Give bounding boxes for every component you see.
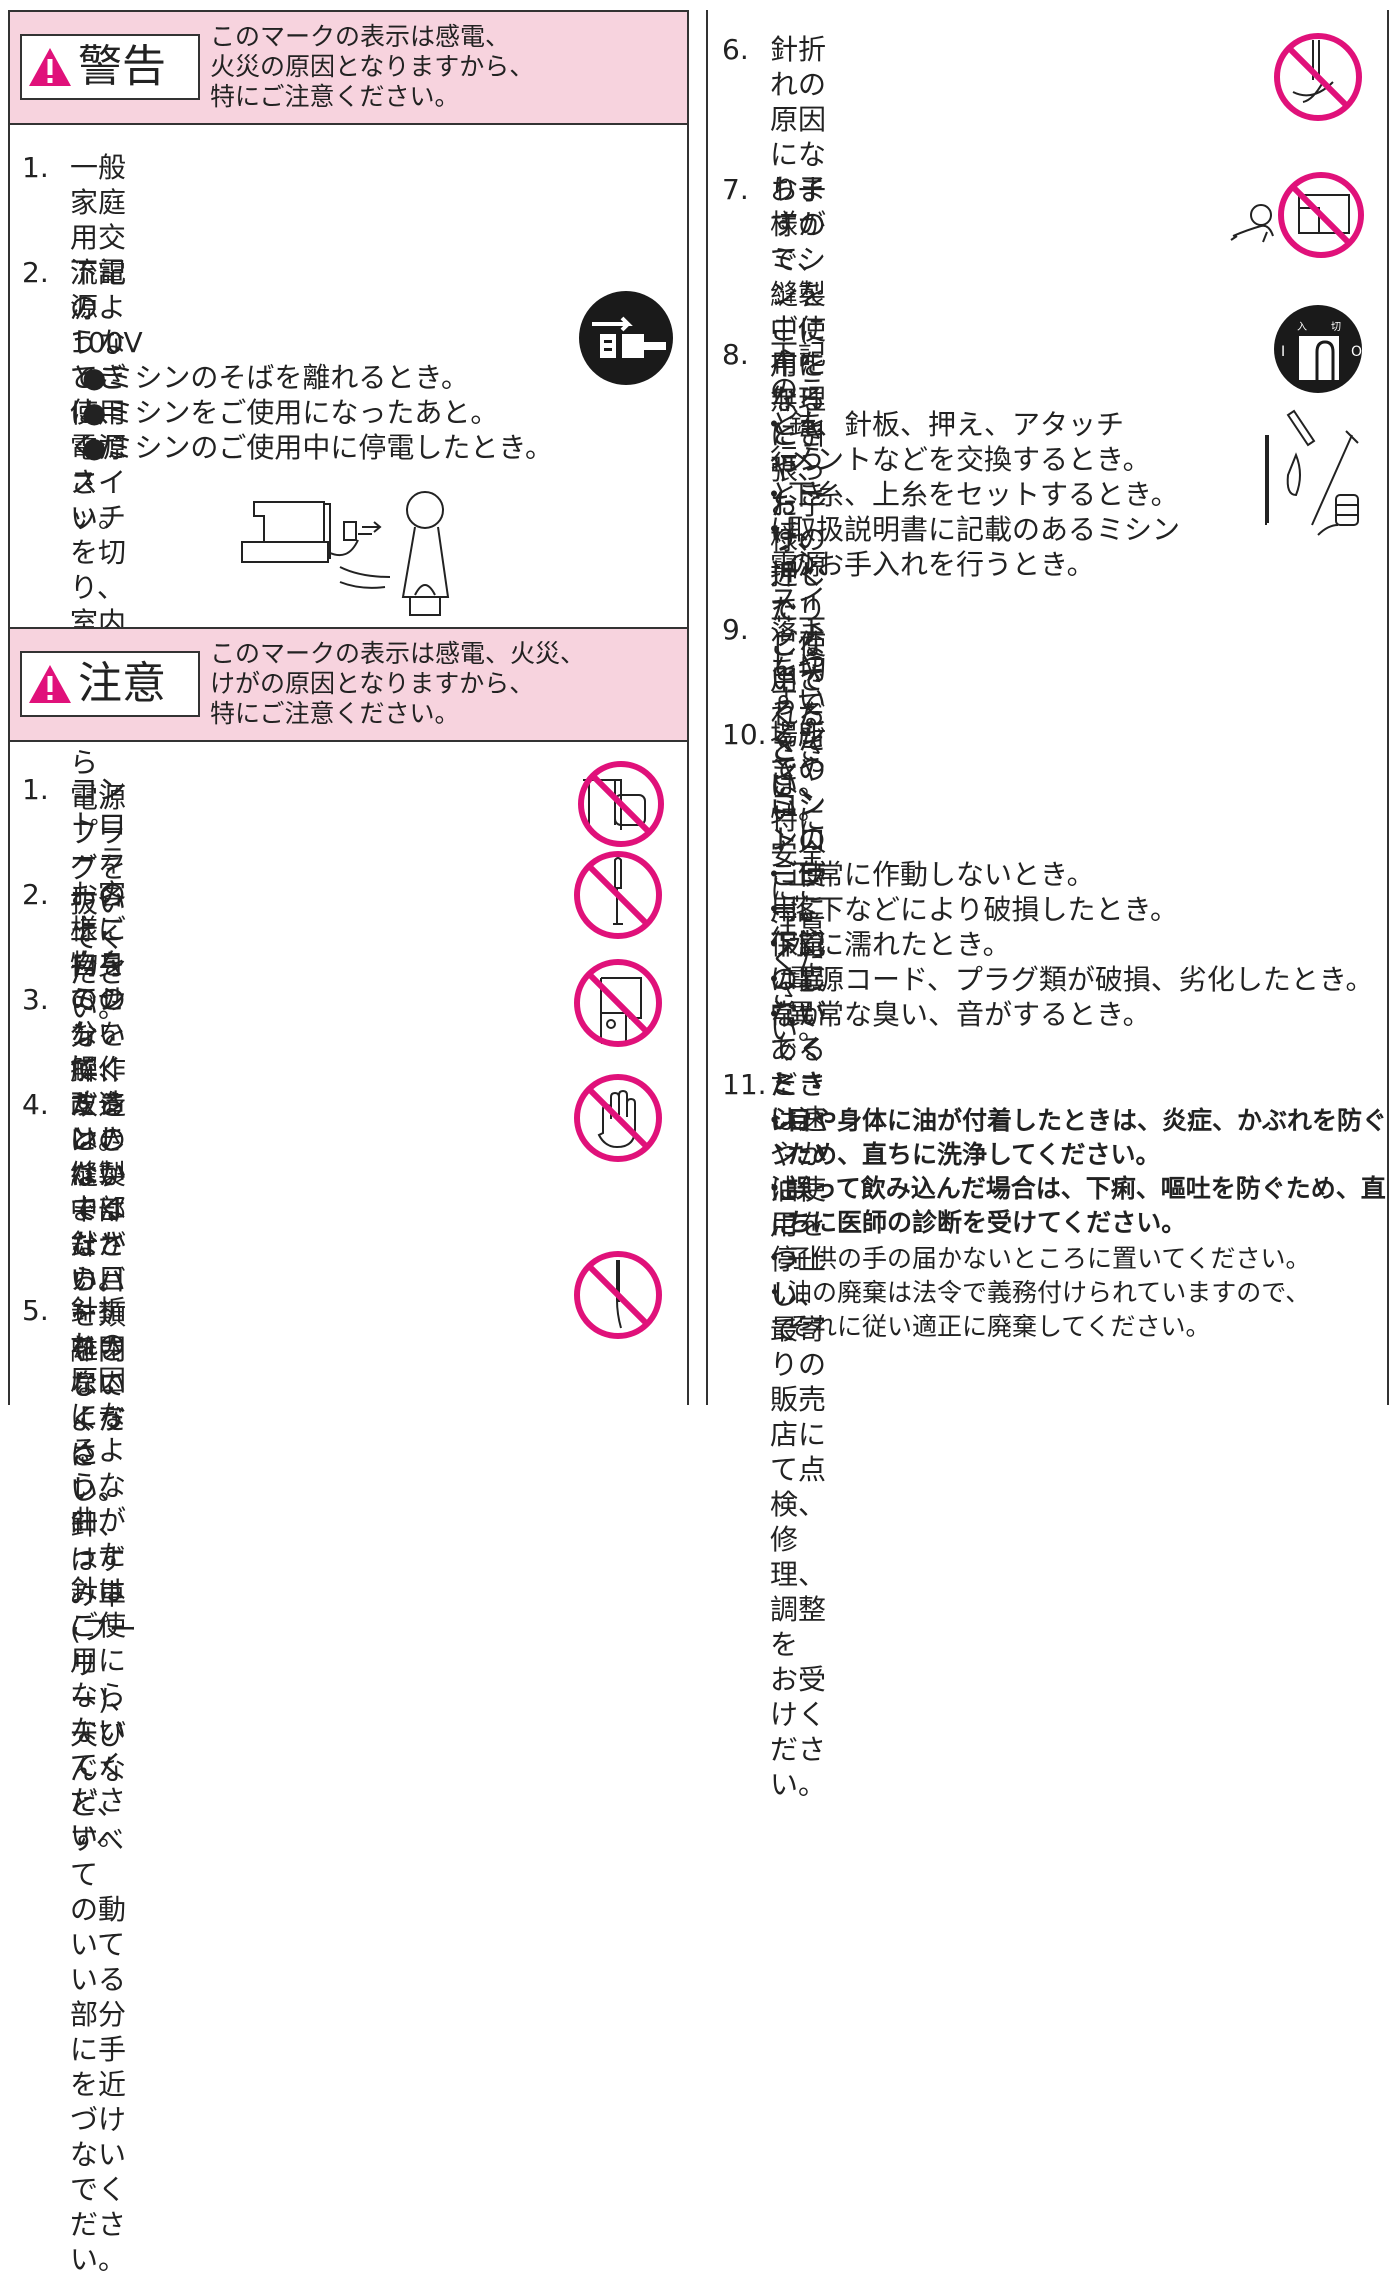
warning-title: 警告 bbox=[78, 41, 166, 92]
warning-triangle-icon bbox=[29, 48, 71, 86]
item-number: 1. bbox=[22, 773, 49, 806]
no-bent-needle-icon bbox=[574, 1251, 662, 1339]
warning-header: 警告 このマークの表示は感電、 火災の原因となりますから、 特にご注意ください。 bbox=[10, 10, 687, 125]
warning-description: このマークの表示は感電、 火災の原因となりますから、 特にご注意ください。 bbox=[210, 22, 535, 111]
warning-bullets: ●ミシンのそばを離れるとき。 ●ミシンをご使用になったあと。 ●ミシンのご使用中… bbox=[82, 361, 554, 464]
item-text: 一般家庭用交流電源 100V でご使用 ください。 bbox=[70, 151, 143, 534]
item-number: 9. bbox=[722, 613, 749, 646]
caution-header: 注意 このマークの表示は感電、火災、 けがの原因となりますから、 特にご注意くだ… bbox=[10, 627, 687, 742]
caution-label-box: 注意 bbox=[20, 651, 200, 717]
item-text: 針折れの原因になるような 曲がった針はご使用にならない でください。 bbox=[70, 1294, 127, 1852]
unplugging-illustration bbox=[241, 491, 450, 616]
item-text: 落下しやすい場所でのミシンのご使用、保管 はしないでください。 bbox=[770, 613, 827, 1136]
item-number: 2. bbox=[22, 878, 49, 911]
close-covers-icon bbox=[574, 959, 662, 1047]
no-disassembly-icon bbox=[574, 851, 662, 939]
item-number: 8. bbox=[722, 338, 749, 371]
switch-o-label: O bbox=[1351, 344, 1362, 360]
item-text: お客様ご自身での分解、 改造はしないでください。 bbox=[70, 878, 127, 1296]
item-number: 10. bbox=[722, 718, 767, 751]
item-text: コントローラーの上に物を のせないでください。 bbox=[70, 773, 127, 1156]
no-objects-on-controller-icon bbox=[578, 761, 664, 847]
oil-warnings-bold: ・目や身体に油が付着したときは、炎症、かぶれを防ぐ ため、直ちに洗浄してください… bbox=[762, 1106, 1388, 1237]
item-number: 2. bbox=[22, 256, 49, 289]
item-text: 針折れの原因になりますので、 縫製中に布を無理に引張ったり、 押したりしないでく… bbox=[770, 33, 827, 801]
no-hand-near-moving-parts-icon bbox=[574, 1074, 662, 1162]
caution-title: 注意 bbox=[78, 658, 166, 709]
no-pulling-fabric-icon bbox=[1274, 33, 1362, 121]
caution-triangle-icon bbox=[29, 665, 71, 703]
needle-presser-bobbin-thread-illustration bbox=[1265, 409, 1359, 536]
right-column: 6. 針折れの原因になりますので、 縫製中に布を無理に引張ったり、 押したりしな… bbox=[706, 10, 1389, 1801]
warning-label-box: 警告 bbox=[20, 34, 200, 100]
power-switch-off-icon: 入 切 I O bbox=[1274, 305, 1362, 393]
item-number: 7. bbox=[722, 173, 749, 206]
switch-on-label: 入 bbox=[1297, 322, 1307, 333]
item-text: お子様がミシンをご使用になる ときや、お子様の近くで ご使用されるときは、特に … bbox=[770, 173, 827, 1046]
item-number: 5. bbox=[22, 1294, 49, 1327]
unplug-icon bbox=[579, 291, 673, 385]
item-number: 6. bbox=[722, 33, 749, 66]
item-number: 4. bbox=[22, 1088, 49, 1121]
item-8-sub-list: ・針、針板、押え、アタッチ メントなどを交換するとき。 ・下糸、上糸をセットする… bbox=[760, 408, 1181, 581]
item-number: 11. bbox=[722, 1068, 767, 1101]
item-text: 下記のことを行うときは、電源 スイッチを切ってください。 bbox=[770, 338, 827, 826]
left-column: 警告 このマークの表示は感電、 火災の原因となりますから、 特にご注意ください。… bbox=[8, 10, 689, 2276]
switch-i-label: I bbox=[1281, 344, 1285, 360]
caution-description: このマークの表示は感電、火災、 けがの原因となりますから、 特にご注意ください。 bbox=[210, 639, 586, 728]
oil-warnings-normal: ・子供の手の届かないところに置いてください。 ・油の廃棄は法令で義務付けられてい… bbox=[762, 1244, 1311, 1341]
item-10-sub-list: ・正常に作動しないとき。 ・落下などにより破損したとき。 ・水に濡れたとき。 ・… bbox=[760, 858, 1374, 1031]
item-number: 1. bbox=[22, 151, 49, 184]
child-safety-icon bbox=[1230, 172, 1364, 258]
item-text: ミシン油について bbox=[770, 1068, 799, 1346]
item-number: 3. bbox=[22, 983, 49, 1016]
switch-off-label: 切 bbox=[1331, 321, 1341, 333]
